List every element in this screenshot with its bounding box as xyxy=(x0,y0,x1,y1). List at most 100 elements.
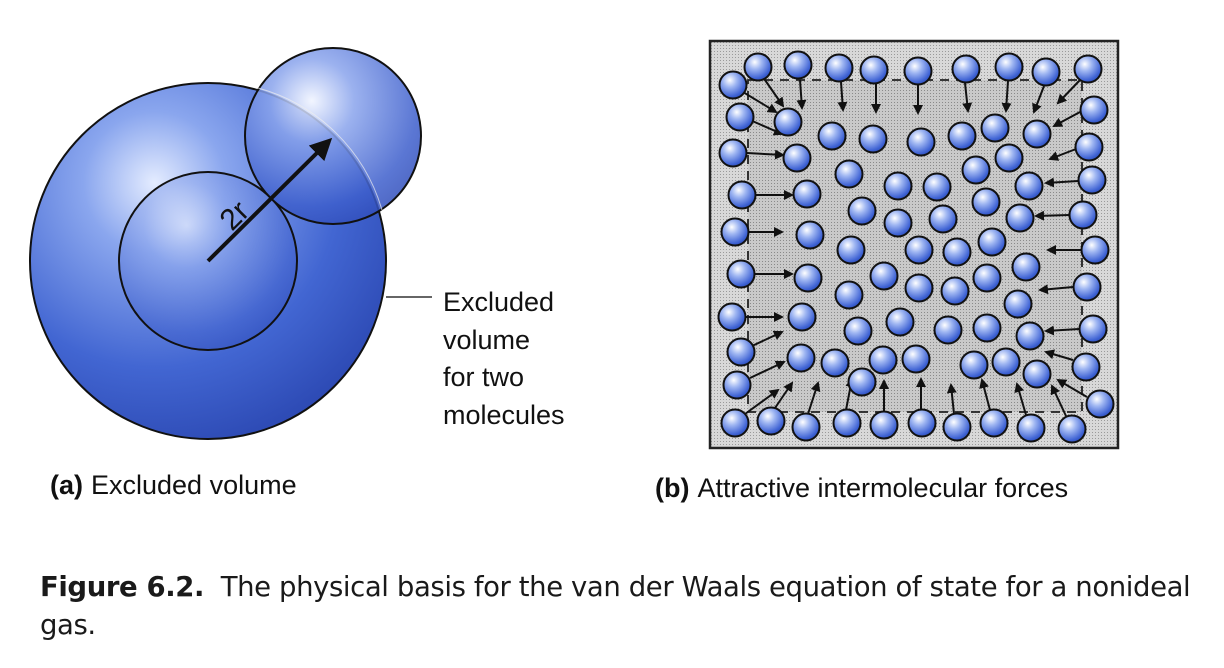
gas-molecule xyxy=(883,171,913,201)
gas-molecule xyxy=(922,172,952,202)
attraction-arrow xyxy=(1001,80,1012,113)
gas-molecule xyxy=(718,138,748,168)
gas-molecule xyxy=(1080,235,1110,265)
gas-molecule xyxy=(1079,95,1109,125)
gas-molecule xyxy=(971,187,1001,217)
attraction-arrow xyxy=(1044,177,1079,188)
gas-molecule xyxy=(869,261,899,291)
gas-molecule xyxy=(824,53,854,83)
excluded-volume-callout: Excluded volume for two molecules xyxy=(443,284,565,434)
gas-molecule xyxy=(726,337,756,367)
attraction-arrow xyxy=(962,82,973,113)
attraction-arrow xyxy=(1056,378,1088,398)
gas-molecule xyxy=(793,263,823,293)
attraction-arrow xyxy=(1044,325,1080,336)
panel-b-label: (b)Attractive intermolecular forces xyxy=(655,473,1068,504)
attraction-arrow xyxy=(1052,111,1081,127)
gas-molecule xyxy=(907,408,937,438)
gas-molecule xyxy=(1068,200,1098,230)
gas-molecule xyxy=(1077,165,1107,195)
panel-a-excluded-volume: 2r xyxy=(29,47,432,440)
attraction-arrow xyxy=(764,79,785,108)
attraction-arrow xyxy=(742,91,778,114)
gas-molecule xyxy=(791,412,821,442)
attraction-arrow xyxy=(979,378,991,411)
panel-b-attractive-forces xyxy=(708,39,1120,450)
gas-molecule xyxy=(972,313,1002,343)
panel-b-tag: (b) xyxy=(655,473,690,503)
attraction-arrow xyxy=(1014,382,1027,416)
gas-molecule xyxy=(786,343,816,373)
gas-molecule xyxy=(727,180,757,210)
attraction-arrow xyxy=(1050,384,1067,417)
gas-molecule xyxy=(847,367,877,397)
gas-molecule xyxy=(980,113,1010,143)
attraction-arrow xyxy=(774,381,794,409)
attraction-arrow xyxy=(744,388,780,415)
gas-molecule xyxy=(756,406,786,436)
attraction-arrow xyxy=(749,360,786,379)
attraction-arrow xyxy=(746,149,785,160)
gas-molecule xyxy=(834,159,864,189)
panel-a-title: Excluded volume xyxy=(91,470,297,500)
gas-molecule xyxy=(725,102,755,132)
gas-molecule xyxy=(1074,132,1104,162)
gas-molecule xyxy=(1073,54,1103,84)
gas-molecule xyxy=(961,155,991,185)
panel-a-label: (a)Excluded volume xyxy=(50,470,297,501)
gas-molecule xyxy=(792,179,822,209)
attraction-arrow xyxy=(749,119,784,136)
attraction-arrow xyxy=(1032,85,1045,114)
gas-molecule xyxy=(885,307,915,337)
gas-molecule xyxy=(1078,314,1108,344)
gas-molecule xyxy=(979,408,1009,438)
gas-molecule xyxy=(787,302,817,332)
gas-molecule xyxy=(718,70,748,100)
gas-molecule xyxy=(991,347,1021,377)
attraction-arrow xyxy=(1034,210,1070,221)
gas-molecule xyxy=(743,52,773,82)
gas-molecule xyxy=(1072,272,1102,302)
gas-molecule xyxy=(717,302,747,332)
gas-molecule xyxy=(942,237,972,267)
gas-molecule xyxy=(847,196,877,226)
gas-molecule xyxy=(994,143,1024,173)
callout-line: volume xyxy=(443,324,531,355)
callout-line: Excluded xyxy=(443,287,555,317)
gas-molecule xyxy=(947,121,977,151)
gas-molecule xyxy=(959,350,989,380)
gas-molecule xyxy=(817,121,847,151)
gas-molecule xyxy=(933,315,963,345)
gas-molecule xyxy=(904,273,934,303)
gas-molecule xyxy=(820,348,850,378)
gas-molecule xyxy=(773,107,803,137)
gas-molecule xyxy=(869,410,899,440)
gas-molecule xyxy=(951,54,981,84)
gas-molecule xyxy=(783,50,813,80)
gas-molecule xyxy=(928,204,958,234)
gas-molecule xyxy=(1085,389,1115,419)
gas-molecule xyxy=(720,217,750,247)
attraction-arrows xyxy=(742,79,1088,417)
gas-molecule xyxy=(1022,119,1052,149)
gas-molecule xyxy=(782,143,812,173)
gas-molecule xyxy=(883,208,913,238)
attraction-arrow xyxy=(751,330,784,347)
gas-molecule xyxy=(1014,171,1044,201)
gas-molecule xyxy=(843,316,873,346)
attraction-arrow xyxy=(1056,79,1081,105)
gas-molecule xyxy=(977,227,1007,257)
gas-molecules xyxy=(717,50,1115,444)
gas-molecule xyxy=(832,408,862,438)
gas-molecule xyxy=(868,345,898,375)
gas-molecule xyxy=(1022,359,1052,389)
gas-molecule xyxy=(795,220,825,250)
attraction-arrow xyxy=(1044,349,1074,361)
gas-molecule xyxy=(904,235,934,265)
gas-molecule xyxy=(858,124,888,154)
gas-molecule xyxy=(1016,413,1046,443)
gas-molecule xyxy=(1011,252,1041,282)
gas-molecule xyxy=(834,280,864,310)
